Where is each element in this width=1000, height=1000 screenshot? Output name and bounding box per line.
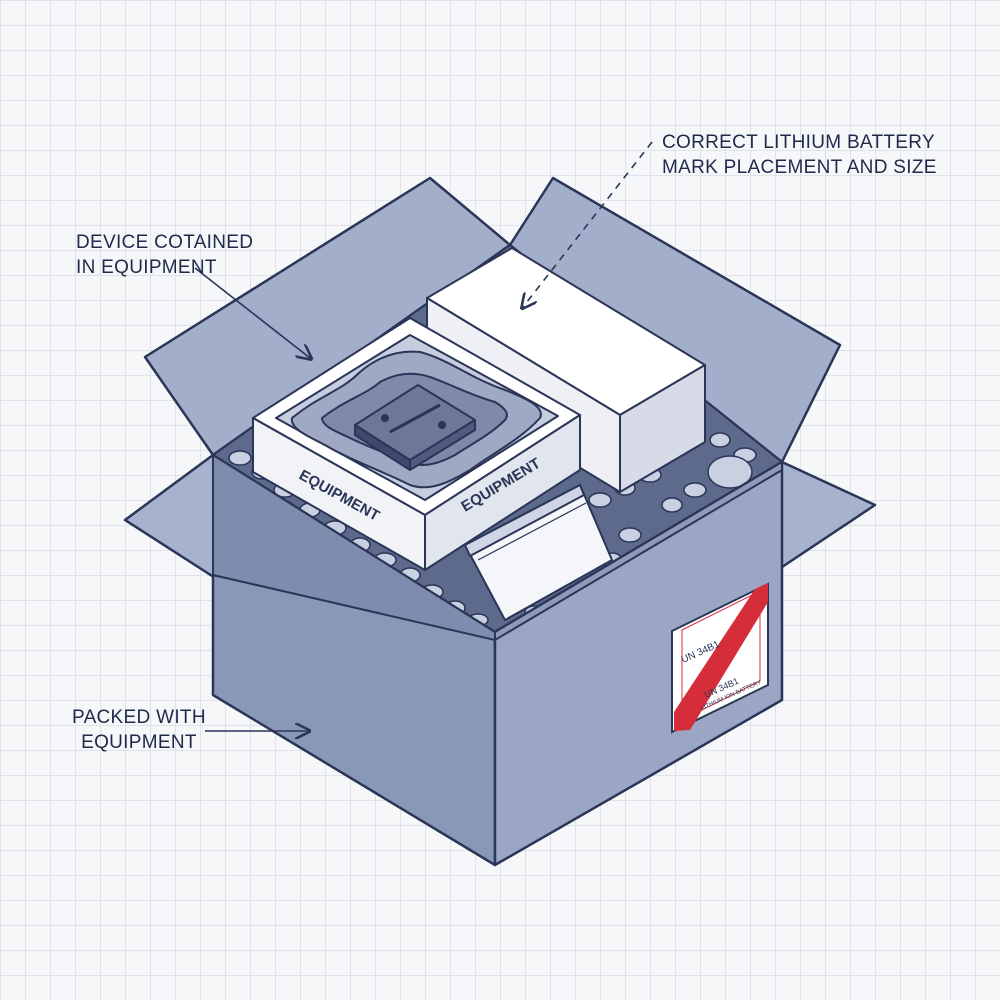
- device-contained-leader: [194, 267, 310, 358]
- callout-device-contained: DEVICE COTAINED IN EQUIPMENT: [76, 230, 253, 280]
- callout-packed-with: PACKED WITH EQUIPMENT: [72, 705, 206, 755]
- callout-packed-with-line2: EQUIPMENT: [81, 732, 197, 753]
- callout-correct-mark-line2: MARK PLACEMENT AND SIZE: [662, 157, 937, 178]
- callout-correct-mark-line1: CORRECT LITHIUM BATTERY: [662, 132, 935, 153]
- callout-packed-with-line1: PACKED WITH: [72, 707, 206, 728]
- lithium-battery-mark: [671, 582, 769, 734]
- correct-mark-leader: [523, 141, 653, 307]
- contained-device: [354, 384, 476, 471]
- callout-correct-mark: CORRECT LITHIUM BATTERY MARK PLACEMENT A…: [662, 130, 937, 180]
- battery-card: [464, 484, 613, 621]
- callout-device-contained-line2: IN EQUIPMENT: [76, 257, 217, 278]
- callout-device-contained-line1: DEVICE COTAINED: [76, 232, 254, 253]
- battery-mark-stripe: [674, 583, 768, 731]
